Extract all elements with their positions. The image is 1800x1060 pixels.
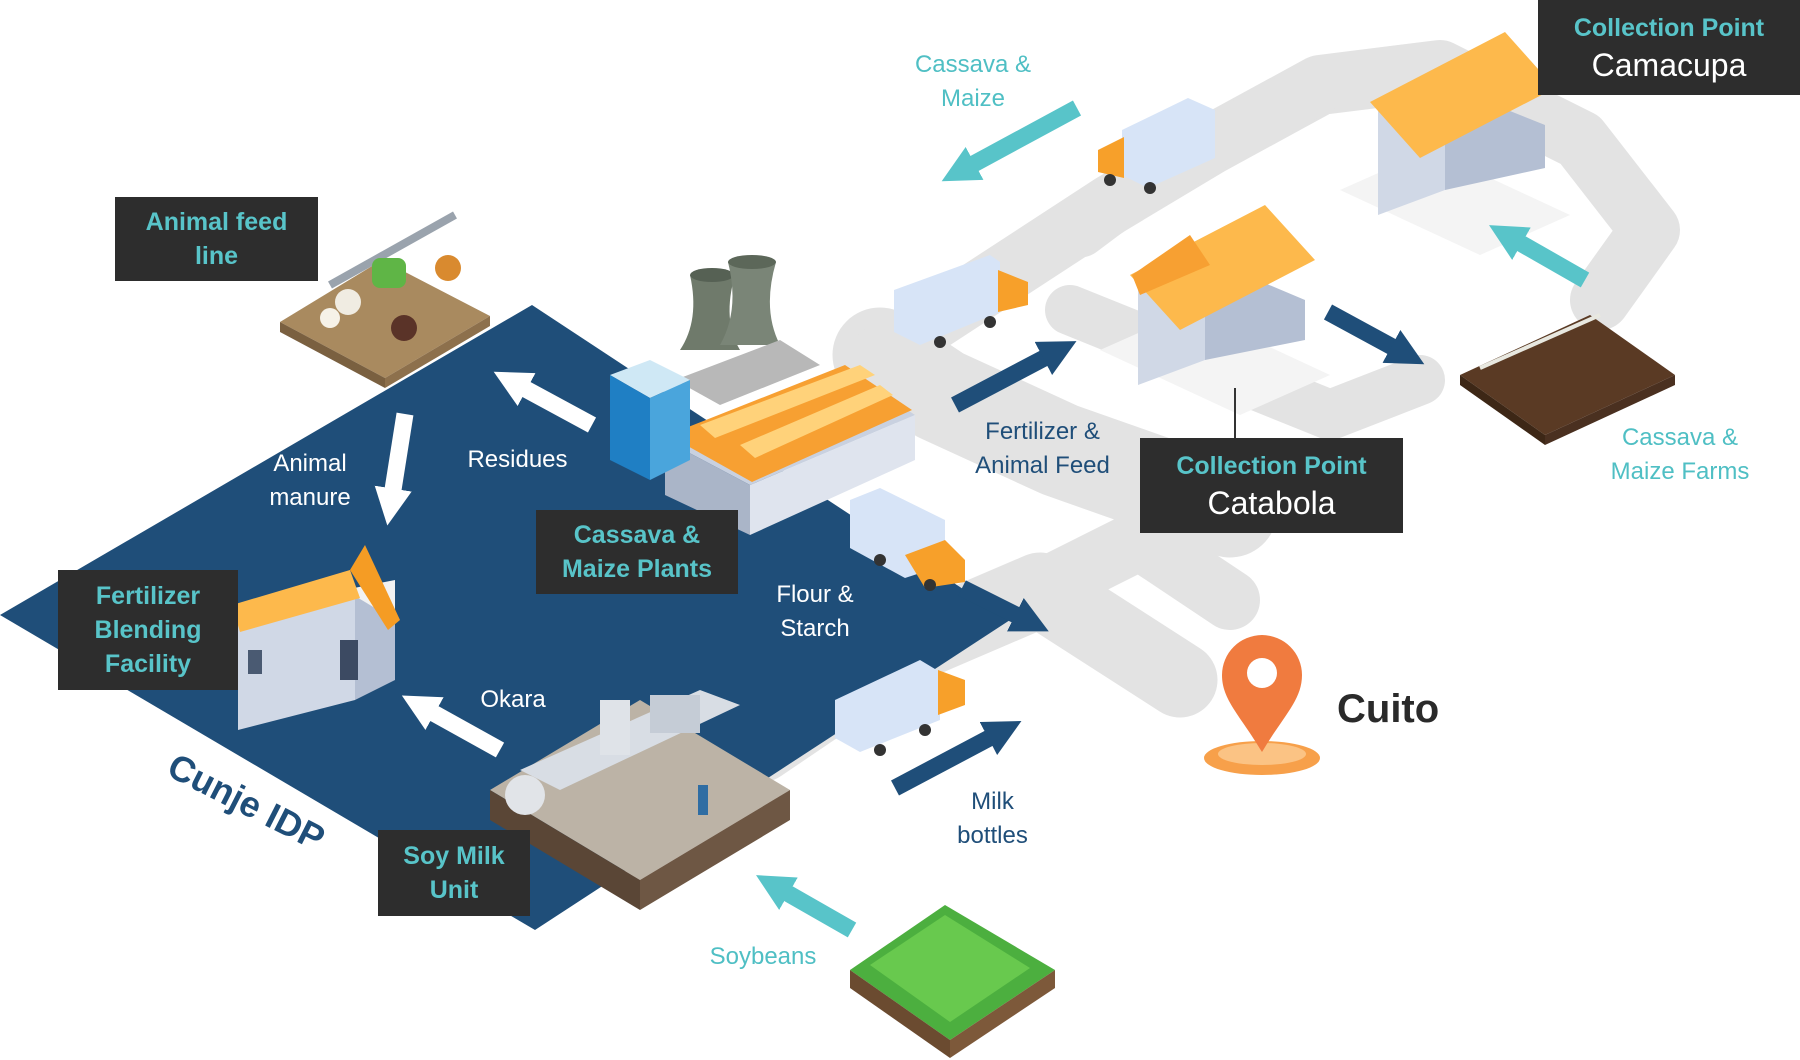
city-label-cuito: Cuito — [1337, 687, 1440, 731]
chicken-feeder-icon — [372, 258, 406, 288]
crop-field-icon — [850, 905, 1055, 1058]
animal-feed-line-scene — [280, 211, 490, 388]
cassava-plants-title: Cassava & Maize Plants — [561, 521, 713, 583]
farmer-icon — [698, 785, 708, 815]
animal-feed-line-title: Animal feed line — [145, 208, 288, 270]
soy-milk-unit-title: Soy Milk Unit — [403, 842, 505, 904]
warehouse-icon — [232, 545, 400, 730]
collection-camacupa-title: Collection Point — [1573, 13, 1765, 42]
arrow-icon — [951, 341, 1077, 413]
arrow-icon — [941, 100, 1082, 182]
flow-label-flour-starch: Flour & Starch — [776, 581, 854, 642]
flow-label-cassava-maize: Cassava & Maize — [914, 51, 1032, 112]
flow-label-fertilizer-feed: Fertilizer & Animal Feed — [975, 418, 1110, 479]
flow-label-milk-bottles: Milk bottles — [957, 788, 1028, 849]
arrow-icon — [493, 371, 597, 433]
collection-point-catabola: Collection Point Catabola — [1140, 438, 1403, 533]
truck-icon — [1098, 98, 1215, 194]
arrow-icon — [1323, 304, 1425, 365]
flow-label-farms: Cassava & Maize Farms — [1610, 424, 1750, 485]
flow-label-okara: Okara — [480, 686, 546, 713]
collection-catabola-title: Collection Point — [1176, 451, 1367, 480]
collection-point-camacupa: Collection Point Camacupa — [1538, 0, 1800, 95]
flow-label-soybeans: Soybeans — [709, 943, 817, 970]
soy-milk-unit-scene — [490, 690, 790, 910]
arrow-icon — [756, 875, 857, 938]
location-pin-icon — [1204, 635, 1320, 775]
truck-icon — [894, 255, 1028, 348]
cassava-plants-label: Cassava & Maize Plants — [536, 510, 738, 594]
collection-catabola-name: Catabola — [1207, 484, 1336, 521]
truck-icon — [835, 660, 965, 756]
flow-arrows — [374, 100, 1590, 938]
warehouse-icon — [1100, 205, 1330, 415]
office-building-icon — [610, 360, 690, 480]
fertilizer-facility-title: Fertilizer Blending Facility — [94, 582, 202, 678]
arrow-icon — [1489, 225, 1590, 288]
truck-icon — [850, 488, 965, 591]
flow-label-residues: Residues — [467, 446, 568, 473]
soy-milk-unit-label: Soy Milk Unit — [378, 830, 530, 916]
factory-icon — [665, 365, 915, 535]
flow-label-animal-manure: Animal manure — [269, 450, 351, 511]
collection-camacupa-name: Camacupa — [1591, 46, 1747, 83]
arrow-icon — [374, 412, 414, 526]
arrow-icon — [958, 580, 1049, 632]
fertilizer-facility-label: Fertilizer Blending Facility — [58, 570, 238, 690]
arrow-icon — [401, 695, 505, 758]
animal-feed-line-label: Animal feed line — [115, 197, 318, 281]
cooling-tower-icon — [675, 255, 820, 405]
crop-field-icon — [1460, 313, 1675, 445]
arrow-icon — [891, 720, 1022, 796]
